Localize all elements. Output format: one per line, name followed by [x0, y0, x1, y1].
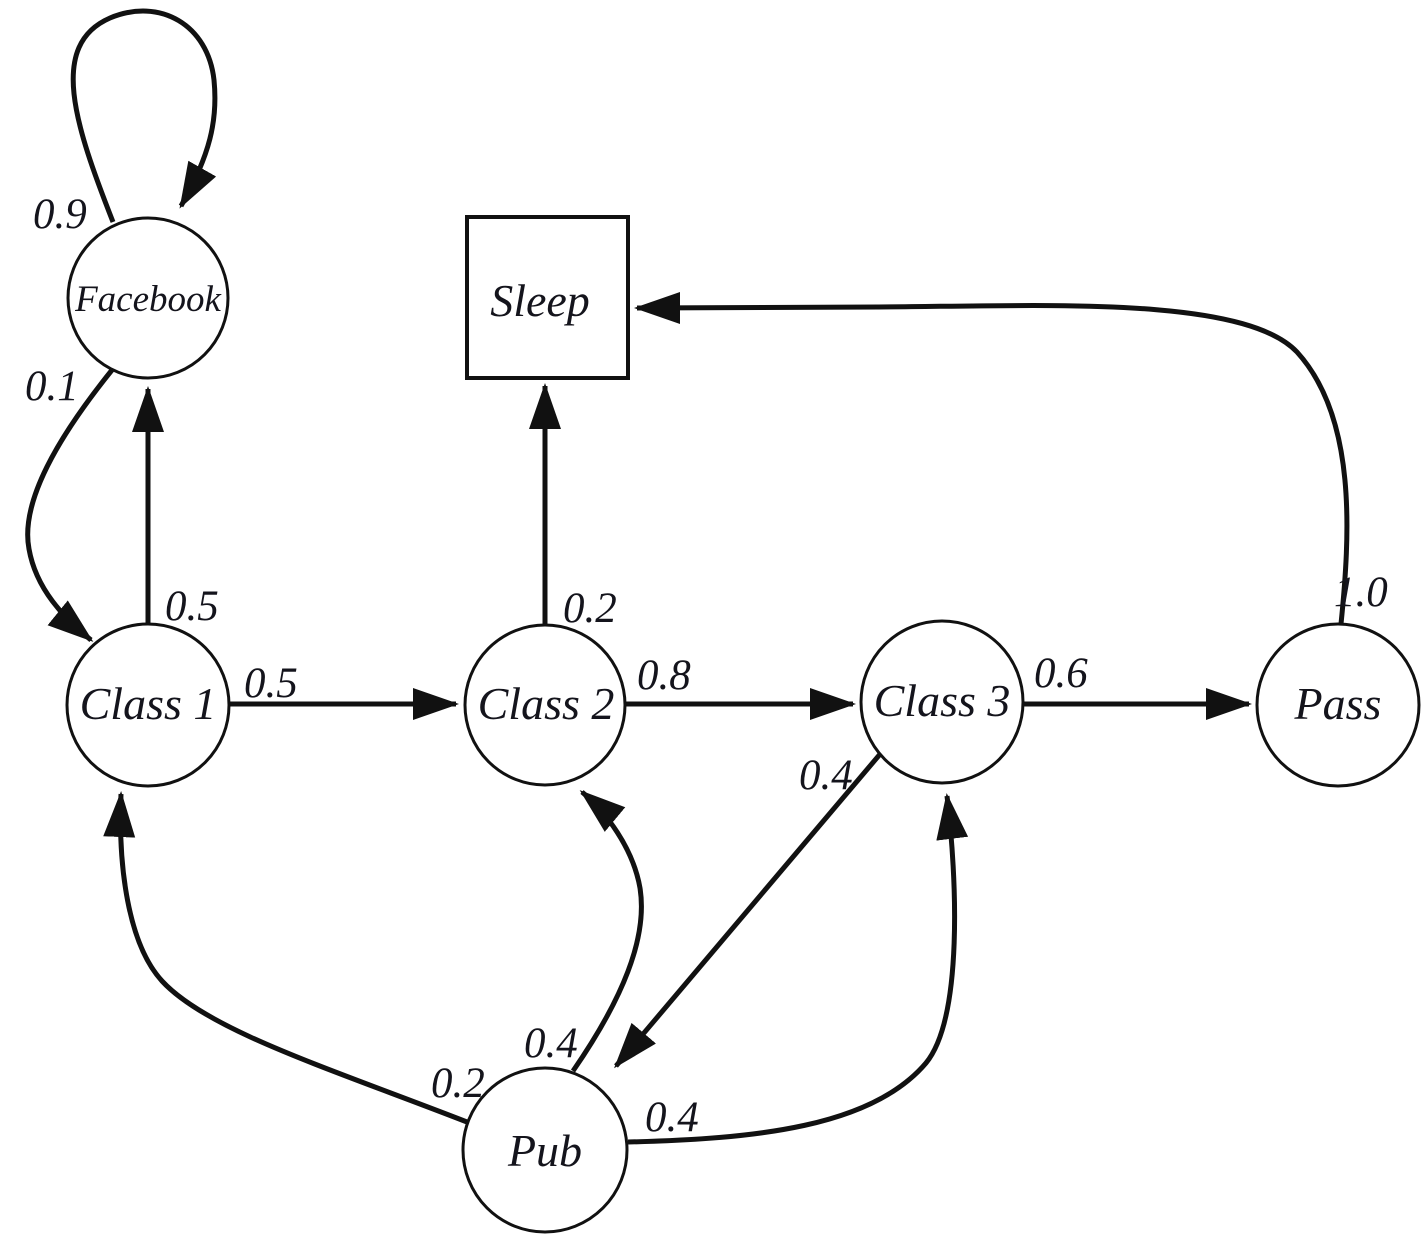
pass-node [1255, 622, 1421, 788]
class3-node [859, 619, 1025, 785]
probability-class2-class3: 0.8 [637, 652, 691, 699]
edge-facebook-self-loop [70, 8, 218, 223]
edge-pub-to-class1 [103, 791, 468, 1125]
probability-facebook-class1: 0.1 [25, 363, 79, 410]
class2-node-label: Class 2 [478, 678, 615, 729]
probability-class2-sleep: 0.2 [563, 585, 617, 632]
node-label-group: Facebook Class 1 Class 2 Class 3 Pass Pu… [74, 275, 1381, 1176]
probability-class3-pub: 0.4 [799, 752, 853, 799]
probability-pass-sleep: 1.0 [1334, 569, 1388, 616]
class2-node [463, 623, 627, 787]
pub-node-label: Pub [507, 1125, 582, 1176]
node-group [65, 215, 1421, 1234]
pub-node [461, 1066, 629, 1234]
sleep-node [465, 215, 630, 380]
edge-label-group: 0.9 0.1 0.5 0.5 0.2 0.8 0.6 1.0 0.4 0.2 … [25, 191, 1388, 1141]
edge-class3-to-pub [614, 751, 883, 1069]
edge-pub-to-class3 [627, 793, 969, 1145]
facebook-node [66, 216, 230, 380]
probability-class3-pass: 0.6 [1034, 650, 1088, 697]
edge-pub-to-class2 [570, 790, 644, 1073]
probability-pub-class3: 0.4 [645, 1094, 699, 1141]
probability-facebook-self: 0.9 [33, 191, 87, 238]
class3-node-label: Class 3 [874, 675, 1011, 726]
edge-facebook-to-class1 [25, 368, 114, 642]
probability-pub-class1: 0.2 [431, 1060, 485, 1107]
class1-node-label: Class 1 [80, 678, 217, 729]
edge-pass-to-sleep [634, 291, 1350, 625]
probability-class1-class2: 0.5 [244, 660, 298, 707]
edge-group [25, 8, 1350, 1145]
class1-node [65, 622, 231, 788]
facebook-node-label: Facebook [74, 279, 221, 320]
pass-node-label: Pass [1294, 678, 1382, 729]
probability-class1-facebook: 0.5 [165, 583, 219, 630]
sleep-node-label: Sleep [490, 275, 590, 326]
probability-pub-class2: 0.4 [524, 1020, 578, 1067]
